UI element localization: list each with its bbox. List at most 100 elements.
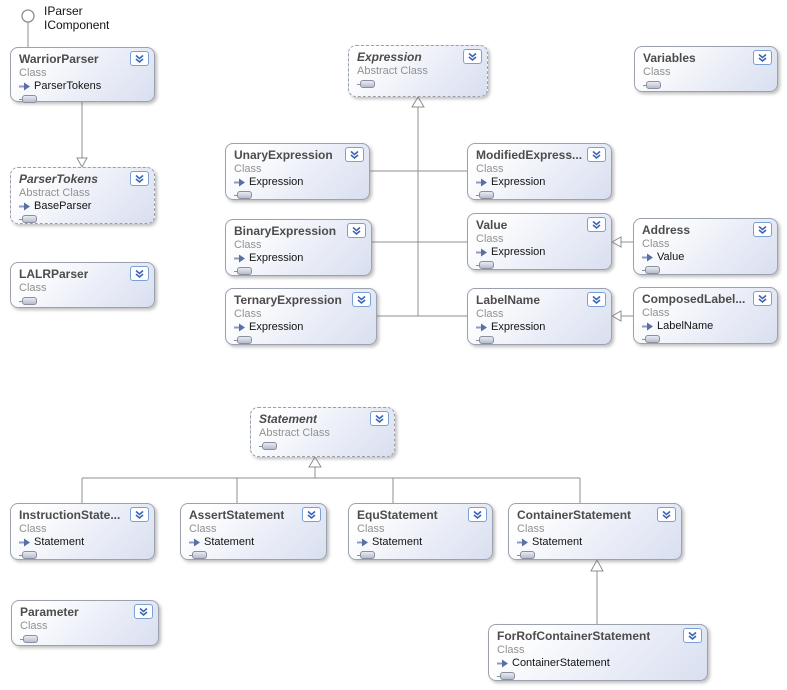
base-type-row: ParserTokens <box>19 80 149 93</box>
compartment-icon <box>22 215 37 223</box>
base-type-row: BaseParser <box>19 200 149 213</box>
compartment-icon <box>360 551 375 559</box>
base-type-name: Expression <box>249 321 304 333</box>
class-title: InstructionState... <box>19 508 121 522</box>
class-box-assertstatement[interactable]: AssertStatement Class Statement <box>180 503 327 560</box>
class-title: ForRofContainerStatement <box>497 629 651 643</box>
compartment-icon <box>192 551 207 559</box>
compartment-row <box>357 551 487 559</box>
collapse-chevron-button[interactable] <box>130 266 149 281</box>
collapse-chevron-button[interactable] <box>463 49 482 64</box>
class-title: ComposedLabel... <box>642 292 746 306</box>
inheritance-trunk-expression[interactable] <box>370 96 467 317</box>
lollipop-interface-connector[interactable] <box>21 9 35 47</box>
class-box-statement[interactable]: Statement Abstract Class <box>250 407 395 457</box>
class-box-labelname[interactable]: LabelName Class Expression <box>467 288 612 345</box>
collapse-chevron-button[interactable] <box>345 147 364 162</box>
class-box-instructionstatement[interactable]: InstructionState... Class Statement <box>10 503 155 560</box>
class-box-binaryexpression[interactable]: BinaryExpression Class Expression <box>225 219 372 276</box>
class-title: WarriorParser <box>19 52 99 66</box>
compartment-row <box>20 635 153 643</box>
pill-tail <box>19 554 22 556</box>
collapse-chevron-button[interactable] <box>753 291 772 306</box>
collapse-chevron-button[interactable] <box>370 411 389 426</box>
compartment-icon <box>262 442 277 450</box>
pill-tail <box>642 269 645 271</box>
inheritance-address-value[interactable] <box>610 236 633 248</box>
collapse-chevron-button[interactable] <box>347 223 366 238</box>
class-title: ModifiedExpress... <box>476 148 583 162</box>
pill-tail <box>20 638 23 640</box>
class-stereotype: Class <box>19 523 47 535</box>
inherits-arrow-icon <box>476 178 487 187</box>
class-box-variables[interactable]: Variables Class <box>634 46 778 92</box>
collapse-chevron-button[interactable] <box>134 604 153 619</box>
class-box-unaryexpression[interactable]: UnaryExpression Class Expression <box>225 143 370 200</box>
inherits-arrow-icon <box>19 538 30 547</box>
collapse-chevron-button[interactable] <box>302 507 321 522</box>
class-title: LALRParser <box>19 267 89 281</box>
collapse-chevron-button[interactable] <box>352 292 371 307</box>
collapse-chevron-button[interactable] <box>683 628 702 643</box>
interface-label: IParser <box>44 4 83 18</box>
class-box-modifiedexpression[interactable]: ModifiedExpress... Class Expression <box>467 143 612 200</box>
class-stereotype: Class <box>357 523 385 535</box>
class-title: Statement <box>259 412 318 426</box>
class-box-forrofcontainerstatement[interactable]: ForRofContainerStatement Class Container… <box>488 624 708 681</box>
compartment-row <box>643 81 772 89</box>
compartment-icon <box>645 266 660 274</box>
compartment-row <box>642 266 772 274</box>
collapse-chevron-button[interactable] <box>587 292 606 307</box>
compartment-icon <box>479 261 494 269</box>
inherits-arrow-icon <box>234 254 245 263</box>
pill-tail <box>234 270 237 272</box>
class-box-parsertokens[interactable]: ParserTokens Abstract Class BaseParser <box>10 167 155 224</box>
collapse-chevron-button[interactable] <box>587 217 606 232</box>
base-type-name: ContainerStatement <box>512 657 610 669</box>
class-stereotype: Class <box>643 66 671 78</box>
class-title: ContainerStatement <box>517 508 632 522</box>
pill-tail <box>497 675 500 677</box>
inheritance-trunk-statement[interactable] <box>81 456 581 503</box>
compartment-row <box>19 297 149 305</box>
class-stereotype: Class <box>234 308 262 320</box>
pill-tail <box>642 338 645 340</box>
pill-tail <box>357 83 360 85</box>
compartment-icon <box>645 335 660 343</box>
collapse-chevron-button[interactable] <box>753 222 772 237</box>
inheritance-composedlabel-labelname[interactable] <box>610 310 633 322</box>
class-box-lalrparser[interactable]: LALRParser Class <box>10 262 155 308</box>
base-type-row: Statement <box>19 536 149 549</box>
compartment-icon <box>237 267 252 275</box>
pill-tail <box>517 554 520 556</box>
class-box-composedlabel[interactable]: ComposedLabel... Class LabelName <box>633 287 778 344</box>
collapse-chevron-button[interactable] <box>468 507 487 522</box>
class-stereotype: Class <box>234 163 262 175</box>
inheritance-warriorparser-parsertokens[interactable] <box>76 102 88 169</box>
collapse-chevron-button[interactable] <box>753 50 772 65</box>
pill-tail <box>643 84 646 86</box>
collapse-chevron-button[interactable] <box>130 51 149 66</box>
base-type-name: Statement <box>204 536 255 548</box>
class-box-warriorparser[interactable]: WarriorParser Class ParserTokens <box>10 47 155 103</box>
collapse-chevron-button[interactable] <box>657 507 676 522</box>
class-box-containerstatement[interactable]: ContainerStatement Class Statement <box>508 503 682 560</box>
pill-tail <box>476 339 479 341</box>
inheritance-forrof-containerstatement[interactable] <box>590 558 604 624</box>
collapse-chevron-button[interactable] <box>130 171 149 186</box>
interface-lollipop-labels: IParser IComponent <box>44 4 109 32</box>
class-box-expression[interactable]: Expression Abstract Class <box>348 45 488 97</box>
class-title: BinaryExpression <box>234 224 337 238</box>
class-box-value[interactable]: Value Class Expression <box>467 213 612 270</box>
collapse-chevron-button[interactable] <box>587 147 606 162</box>
class-box-ternaryexpression[interactable]: TernaryExpression Class Expression <box>225 288 377 345</box>
class-box-address[interactable]: Address Class Value <box>633 218 778 275</box>
class-title: TernaryExpression <box>234 293 342 307</box>
class-box-equstatement[interactable]: EquStatement Class Statement <box>348 503 493 560</box>
base-type-row: Statement <box>357 536 487 549</box>
class-box-parameter[interactable]: Parameter Class <box>11 600 159 646</box>
base-type-row: Statement <box>517 536 676 549</box>
collapse-chevron-button[interactable] <box>130 507 149 522</box>
